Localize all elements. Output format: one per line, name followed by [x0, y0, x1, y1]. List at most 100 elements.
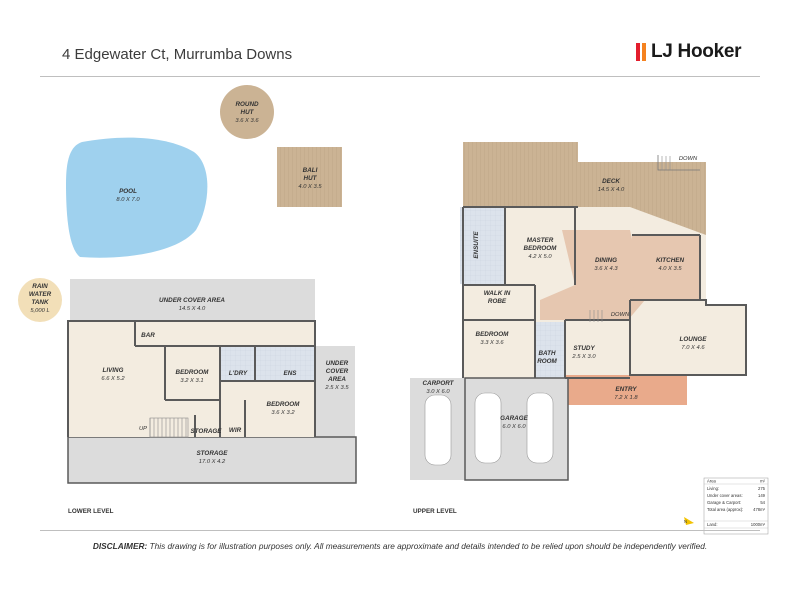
bali-hut: BALI HUT 4.0 X 3.5: [277, 147, 342, 207]
carport-dim: 3.0 X 6.0: [426, 389, 450, 395]
bathroom-tiles: [535, 322, 565, 378]
lower-level-title: LOWER LEVEL: [68, 508, 114, 515]
ens-label: ENS: [284, 370, 298, 377]
living-label: LIVING: [103, 367, 124, 374]
master-dim: 4.2 X 5.0: [528, 254, 552, 260]
garage-cars: [424, 392, 554, 466]
under-cover-small-dim: 2.5 X 3.5: [324, 385, 349, 391]
deck-label: DECK: [602, 178, 620, 185]
dining-label: DINING: [595, 257, 617, 264]
bedroom1-label: BEDROOM: [176, 369, 210, 376]
study-label: STUDY: [573, 345, 595, 352]
area-row-label: Under cover areas:: [707, 493, 743, 498]
bathroom-label-2: ROOM: [537, 358, 557, 365]
area-table: Area m² Living: 275 Under cover areas: 1…: [703, 477, 769, 535]
carport-label: CARPORT: [422, 380, 454, 387]
bali-hut-label: BALI: [303, 167, 318, 174]
disclaimer-text: This drawing is for illustration purpose…: [149, 541, 708, 551]
under-cover-label: UNDER COVER AREA: [159, 297, 225, 304]
dining-dim: 3.6 X 4.3: [594, 266, 618, 272]
rain-water-tank: RAIN WATER TANK 5,000 L: [18, 278, 62, 322]
upper-level-title: UPPER LEVEL: [413, 508, 457, 515]
disclaimer-label: DISCLAIMER:: [92, 541, 148, 551]
laundry-label: L'DRY: [229, 370, 248, 377]
master-label: MASTER: [527, 237, 554, 244]
up-label: UP: [139, 426, 147, 432]
bar-label: BAR: [141, 332, 155, 339]
under-cover-small-label-3: AREA: [327, 376, 346, 383]
deck-stair-label: DOWN: [679, 156, 698, 162]
lower-level-plan: UNDER COVER AREA 14.5 X 4.0 BAR LIVING 6…: [67, 279, 357, 484]
lounge-dim: 7.0 X 4.6: [681, 345, 705, 351]
bedroom-dim: 3.3 X 3.6: [480, 340, 504, 346]
footer-divider: [40, 530, 760, 531]
tank-label: RAIN: [32, 283, 48, 290]
entry-paving: [565, 375, 687, 405]
land-value: 1000m²: [751, 522, 766, 527]
kitchen-label: KITCHEN: [656, 257, 684, 264]
lounge-label: LOUNGE: [680, 336, 708, 343]
study-dim: 2.5 X 3.0: [571, 354, 596, 360]
land-label: Land:: [707, 522, 717, 527]
storage-small-label: STORAGE: [190, 428, 222, 435]
pool: POOL 8.0 X 7.0: [66, 137, 208, 258]
header-divider: [40, 76, 760, 77]
area-row-label: Garage & Carport:: [707, 500, 741, 505]
round-hut-label: ROUND: [235, 101, 259, 108]
round-hut-dim: 3.6 X 3.6: [235, 118, 259, 124]
logo-mark-icon: [636, 43, 646, 61]
under-cover-small-label: UNDER: [326, 360, 349, 367]
wir-label: WIR: [229, 427, 242, 434]
bali-hut-label-2: HUT: [304, 175, 318, 182]
area-row-value: 478m²: [753, 507, 765, 512]
disclaimer: DISCLAIMER: This drawing is for illustra…: [0, 541, 800, 551]
bali-hut-dim: 4.0 X 3.5: [298, 184, 322, 190]
under-cover-small-label-2: COVER: [326, 368, 349, 375]
property-address: 4 Edgewater Ct, Murrumba Downs: [62, 46, 293, 63]
under-cover-dim: 14.5 X 4.0: [179, 306, 206, 312]
upper-level-plan: DECK 14.5 X 4.0 DOWN ENSUITE MASTER BEDR…: [410, 142, 747, 481]
living-dim: 6.6 X 5.2: [101, 376, 125, 382]
bedroom-label: BEDROOM: [476, 331, 510, 338]
area-row-label: Total area (approx):: [707, 507, 743, 512]
walkin-label: WALK IN: [484, 290, 511, 297]
tank-label-3: TANK: [31, 299, 48, 306]
entry-label: ENTRY: [615, 386, 637, 393]
ensuite-label: ENSUITE: [473, 231, 480, 259]
storage-room: [67, 436, 357, 484]
garage-label: GARAGE: [500, 415, 528, 422]
compass-label: N: [684, 519, 687, 524]
laundry-ens-tiles: [220, 346, 315, 381]
storage-dim: 17.0 X 4.2: [199, 459, 226, 465]
dining-floor: [540, 230, 645, 320]
pool-dim: 8.0 X 7.0: [116, 197, 140, 203]
round-hut-label-2: HUT: [241, 109, 255, 116]
entry-dim: 7.2 X 1.8: [614, 395, 638, 401]
ensuite-tiles: [460, 207, 505, 284]
tank-dim: 5,000 L: [30, 308, 49, 314]
kitchen-floor: [632, 235, 700, 300]
area-row-value: 275: [758, 486, 766, 491]
upper-walls: [462, 206, 747, 379]
storage-label: STORAGE: [196, 450, 228, 457]
under-cover-area: [70, 279, 315, 321]
brand-logo: LJ Hooker: [636, 40, 742, 64]
bedroom2-label: BEDROOM: [267, 401, 301, 408]
tank-label-2: WATER: [29, 291, 52, 298]
kitchen-dim: 4.0 X 3.5: [658, 266, 682, 272]
bedroom2-dim: 3.6 X 3.2: [271, 410, 295, 416]
area-row-label: Living:: [707, 486, 719, 491]
area-heading: Area: [707, 479, 717, 484]
bedroom1-dim: 3.2 X 3.1: [180, 378, 203, 384]
lower-walls: [67, 320, 316, 437]
area-row-value: 54: [760, 500, 765, 505]
pool-label: POOL: [119, 188, 137, 195]
brand-name: LJ Hooker: [651, 41, 742, 62]
bathroom-label: BATH: [538, 350, 555, 357]
garage-dim: 6.0 X 6.0: [502, 424, 526, 430]
area-row-value: 149: [758, 493, 766, 498]
deck-dim: 14.5 X 4.0: [598, 187, 625, 193]
master-label-2: BEDROOM: [524, 245, 558, 252]
compass-icon: N: [684, 517, 694, 525]
